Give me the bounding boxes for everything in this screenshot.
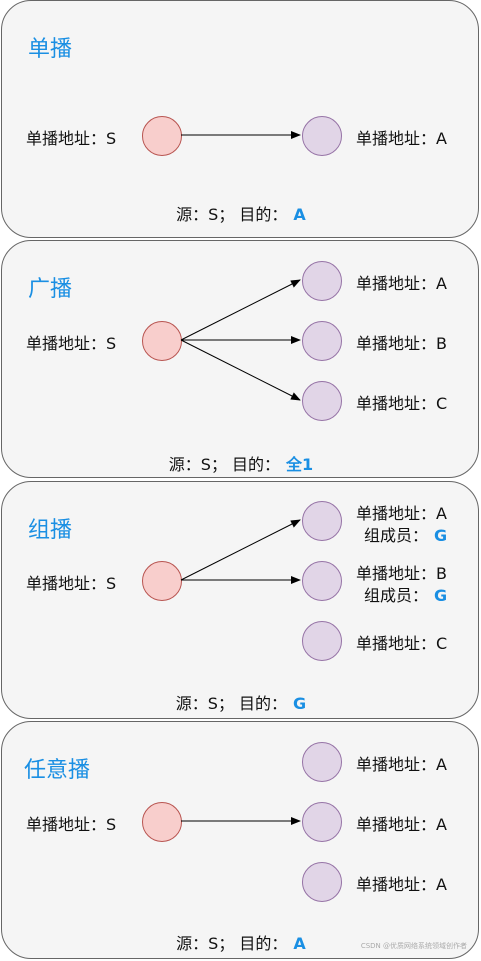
dest-node-b — [302, 561, 342, 601]
dest-label-a: 单播地址：A — [356, 504, 447, 523]
source-node — [142, 802, 182, 842]
dest-node-c — [302, 621, 342, 661]
panel-footer: 源：S； 目的： G — [2, 690, 480, 714]
dest-label-3: 单播地址：A — [356, 875, 447, 894]
dest-label-c: 单播地址：C — [356, 394, 448, 413]
dest-node-a — [302, 116, 342, 156]
footer-prefix: 源：S； 目的： — [168, 455, 281, 474]
anycast-panel: 任意播 单播地址：S 单播地址：A 单播地址：A 单播地址：A 源：S； 目的：… — [1, 721, 479, 959]
source-label: 单播地址：S — [26, 129, 117, 148]
broadcast-panel: 广播 单播地址：S 单播地址：A 单播地址：B 单播地址：C 源：S； 目的： 全… — [1, 240, 479, 478]
member-label-a: 组成员： G — [364, 522, 447, 546]
dest-label-2: 单播地址：A — [356, 815, 447, 834]
member-group: G — [434, 586, 448, 605]
source-node — [142, 321, 182, 361]
dest-label-1: 单播地址：A — [356, 755, 447, 774]
panel-title: 广播 — [28, 277, 73, 302]
dest-node-1 — [302, 742, 342, 782]
panel-footer: 源：S； 目的： A — [2, 930, 480, 954]
watermark: CSDN @优质网络系统领域创作者 — [360, 942, 467, 950]
dest-node-a — [302, 501, 342, 541]
multicast-panel: 组播 单播地址：S 单播地址：A 组成员： G 单播地址：B 组成员： G 单播地址… — [1, 481, 479, 719]
dest-node-c — [302, 381, 342, 421]
dest-node-a — [302, 261, 342, 301]
footer-prefix: 源：S； 目的： — [176, 934, 288, 953]
panel-title: 任意播 — [24, 758, 91, 783]
footer-destination: 全1 — [286, 455, 314, 474]
member-prefix: 组成员： — [364, 586, 429, 605]
source-node — [142, 116, 182, 156]
dest-label-b: 单播地址：B — [356, 334, 447, 353]
dest-label-a: 单播地址：A — [356, 129, 447, 148]
panel-footer: 源：S； 目的： A — [2, 201, 480, 225]
source-label: 单播地址：S — [26, 334, 117, 353]
source-label: 单播地址：S — [26, 815, 117, 834]
footer-destination: G — [293, 694, 307, 713]
panel-title: 单播 — [28, 37, 73, 62]
source-label: 单播地址：S — [26, 574, 117, 593]
dest-label-a: 单播地址：A — [356, 274, 447, 293]
member-group: G — [434, 526, 448, 545]
dest-label-b: 单播地址：B — [356, 564, 447, 583]
footer-prefix: 源：S； 目的： — [175, 694, 288, 713]
dest-node-2 — [302, 802, 342, 842]
dest-node-b — [302, 321, 342, 361]
panel-footer: 源：S； 目的： 全1 — [2, 451, 480, 475]
member-label-b: 组成员： G — [364, 582, 447, 606]
dest-label-c: 单播地址：C — [356, 634, 448, 653]
dest-node-3 — [302, 862, 342, 902]
panel-title: 组播 — [28, 518, 73, 543]
member-prefix: 组成员： — [364, 526, 429, 545]
footer-destination: A — [293, 205, 306, 224]
footer-prefix: 源：S； 目的： — [176, 205, 288, 224]
source-node — [142, 561, 182, 601]
footer-destination: A — [293, 934, 306, 953]
unicast-panel: 单播 单播地址：S 单播地址：A 源：S； 目的： A — [1, 0, 479, 238]
